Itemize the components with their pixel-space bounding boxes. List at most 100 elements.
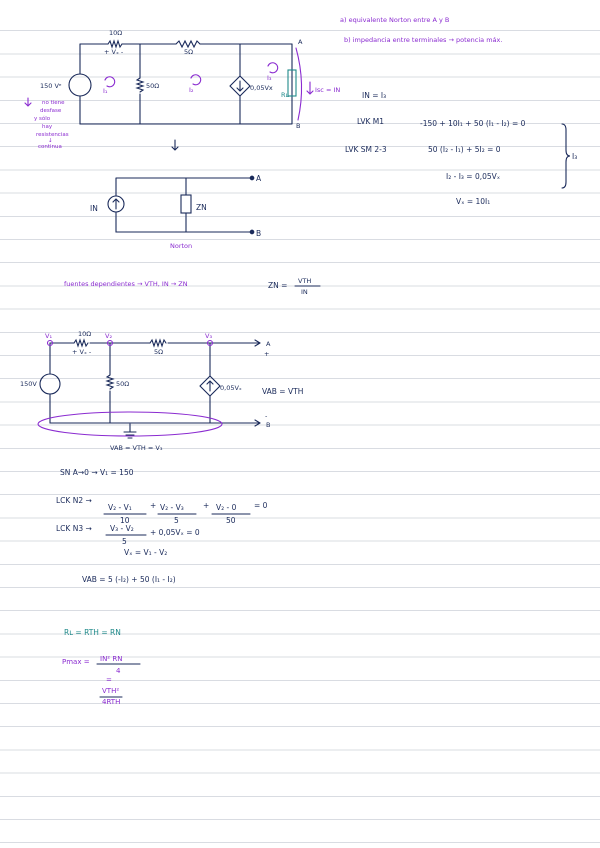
eq-lvk2-label: LVK SM 2-3 (345, 145, 387, 154)
load-resistor (287, 69, 297, 97)
c1-node-b: B (296, 122, 300, 130)
eq2-vx: Vₓ = V₁ - V₂ (124, 548, 167, 557)
dep-zn: ZN = (268, 281, 287, 290)
c1-rl-label: Rʟ (281, 91, 290, 99)
c1-dep-label: 0,05Vx (250, 84, 273, 92)
eq2-plus2: + (203, 501, 209, 510)
c1-r2-label: 5Ω (184, 48, 193, 56)
pmax-alt-num: VTH² (102, 687, 119, 695)
pmax-label: Pmax = (62, 658, 90, 666)
dep-note: fuentes dependientes → VTH, IN → ZN (64, 280, 188, 288)
eq2-sn: SN A→0 → V₁ = 150 (60, 468, 134, 477)
c2-v1: V₁ (45, 332, 52, 340)
norton-circuit (107, 175, 255, 235)
svg-text:↓: ↓ (48, 137, 53, 144)
svg-text:desfase: desfase (40, 108, 62, 114)
c1-node-a: A (298, 38, 303, 46)
c1-i1: I₁ (103, 87, 108, 95)
eq2-lck3-end: + 0,05Vₓ = 0 (150, 528, 200, 537)
dep-zn-den: IN (301, 288, 308, 296)
voltage-source-150 (68, 73, 92, 97)
eq2-lck3-fd: 5 (122, 537, 127, 546)
norton-current-source (107, 195, 125, 213)
resistor-10-ohm (107, 39, 123, 49)
c2-vx: + Vₓ - (72, 348, 92, 356)
eq2-lck2-end: = 0 (254, 501, 268, 510)
pmax-den: 4 (116, 667, 121, 675)
c2-resistor-50 (105, 374, 115, 390)
ground-symbol (123, 423, 137, 439)
svg-text:y sólo: y sólo (34, 115, 51, 122)
eq2-lck2-f2n: V₂ - V₃ (160, 503, 184, 512)
eq-vx: Vₓ = 10I₁ (456, 197, 490, 206)
circuit-2 (37, 338, 261, 439)
svg-text:hay: hay (42, 124, 53, 130)
c1-source-label: 150 Vᵉ (40, 82, 62, 90)
pmax-alt-den: 4RTH (102, 698, 120, 706)
c2-r3: 50Ω (116, 380, 129, 388)
c2-vab2: VAB = VTH = V₃ (110, 444, 163, 452)
pmax-num: IN² RN (100, 655, 122, 663)
c1-i3: I₃ (267, 74, 272, 82)
c1-vx-label: + Vₓ - (104, 48, 124, 56)
eq2-lck3-fn: V₃ - V₂ (110, 524, 134, 533)
c2-dependent-source (199, 375, 221, 397)
dependent-current-source (229, 75, 251, 97)
eq-lvk1: -150 + 10I₁ + 50 (I₁ - I₂) = 0 (420, 119, 526, 128)
eq2-lck2-f3d: 50 (226, 516, 236, 525)
norton-impedance (180, 194, 192, 214)
dep-zn-num: VTH (298, 277, 311, 285)
c2-voltage-source (39, 373, 61, 395)
eq2-lck2-f2d: 5 (174, 516, 179, 525)
c2-source: 150V (20, 380, 37, 388)
c1-r1-label: 10Ω (109, 29, 122, 37)
eq2-lck2-f1d: 10 (120, 516, 130, 525)
resistor-50-ohm (135, 77, 145, 93)
c2-vab: VAB = VTH (262, 387, 303, 396)
c2-resistor-10 (73, 338, 89, 348)
pmax-eq: = (106, 676, 112, 684)
norton-zn: ZN (196, 203, 207, 212)
eq-bracket-label: I₃ (572, 152, 577, 161)
c1-side-note: no tiene desfase y sólo hay resistencias… (34, 100, 69, 150)
c2-r1: 10Ω (78, 330, 91, 338)
c1-i2: I₂ (189, 86, 194, 94)
c2-v3: V₃ (205, 332, 212, 340)
c2-resistor-5 (149, 338, 167, 348)
svg-text:continua: continua (38, 144, 62, 150)
eq2-lck2-label: LCK N2 → (56, 496, 92, 505)
c1-isc: Isc = IN (315, 86, 340, 94)
c2-a: A (266, 340, 271, 348)
note-a: a) equivalente Norton entre A y B (340, 16, 449, 24)
c2-r2: 5Ω (154, 348, 163, 356)
system-bracket (561, 123, 571, 189)
norton-a: A (256, 174, 262, 183)
eq2-lck2-f1n: V₂ - V₁ (108, 503, 132, 512)
resistor-5-ohm (175, 39, 201, 49)
norton-in: IN (90, 204, 98, 213)
svg-text:no tiene: no tiene (42, 100, 65, 106)
c2-v2: V₂ (105, 332, 112, 340)
norton-b: B (256, 229, 261, 238)
eq-lvk1-label: LVK M1 (357, 117, 384, 126)
c2-plus: + (264, 350, 269, 358)
eq-lvk2: 50 (I₂ - I₁) + 5I₂ = 0 (428, 145, 501, 154)
bottom-rl: Rʟ = RTH = RN (64, 628, 121, 637)
ground-node-ellipse (37, 411, 223, 437)
eq2-plus1: + (150, 501, 156, 510)
note-b: b) impedancia entre terminales → potenci… (344, 36, 502, 44)
eq-in: IN = I₃ (362, 91, 386, 100)
eq2-vab: VAB = 5 (-I₂) + 50 (I₁ - I₂) (82, 575, 176, 584)
circuit-1 (24, 39, 314, 151)
eq-rel: I₂ - I₃ = 0,05Vₓ (446, 172, 500, 181)
c2-dep: 0,05Vₓ (220, 384, 242, 392)
eq2-lck3-label: LCK N3 → (56, 524, 92, 533)
c2-minus: - (265, 412, 268, 420)
svg-text:resistencias: resistencias (36, 132, 69, 138)
eq2-lck2-f3n: V₂ - 0 (216, 503, 237, 512)
c1-r3-label: 50Ω (146, 82, 159, 90)
norton-caption: Norton (170, 242, 192, 250)
c2-b: B (266, 421, 270, 429)
